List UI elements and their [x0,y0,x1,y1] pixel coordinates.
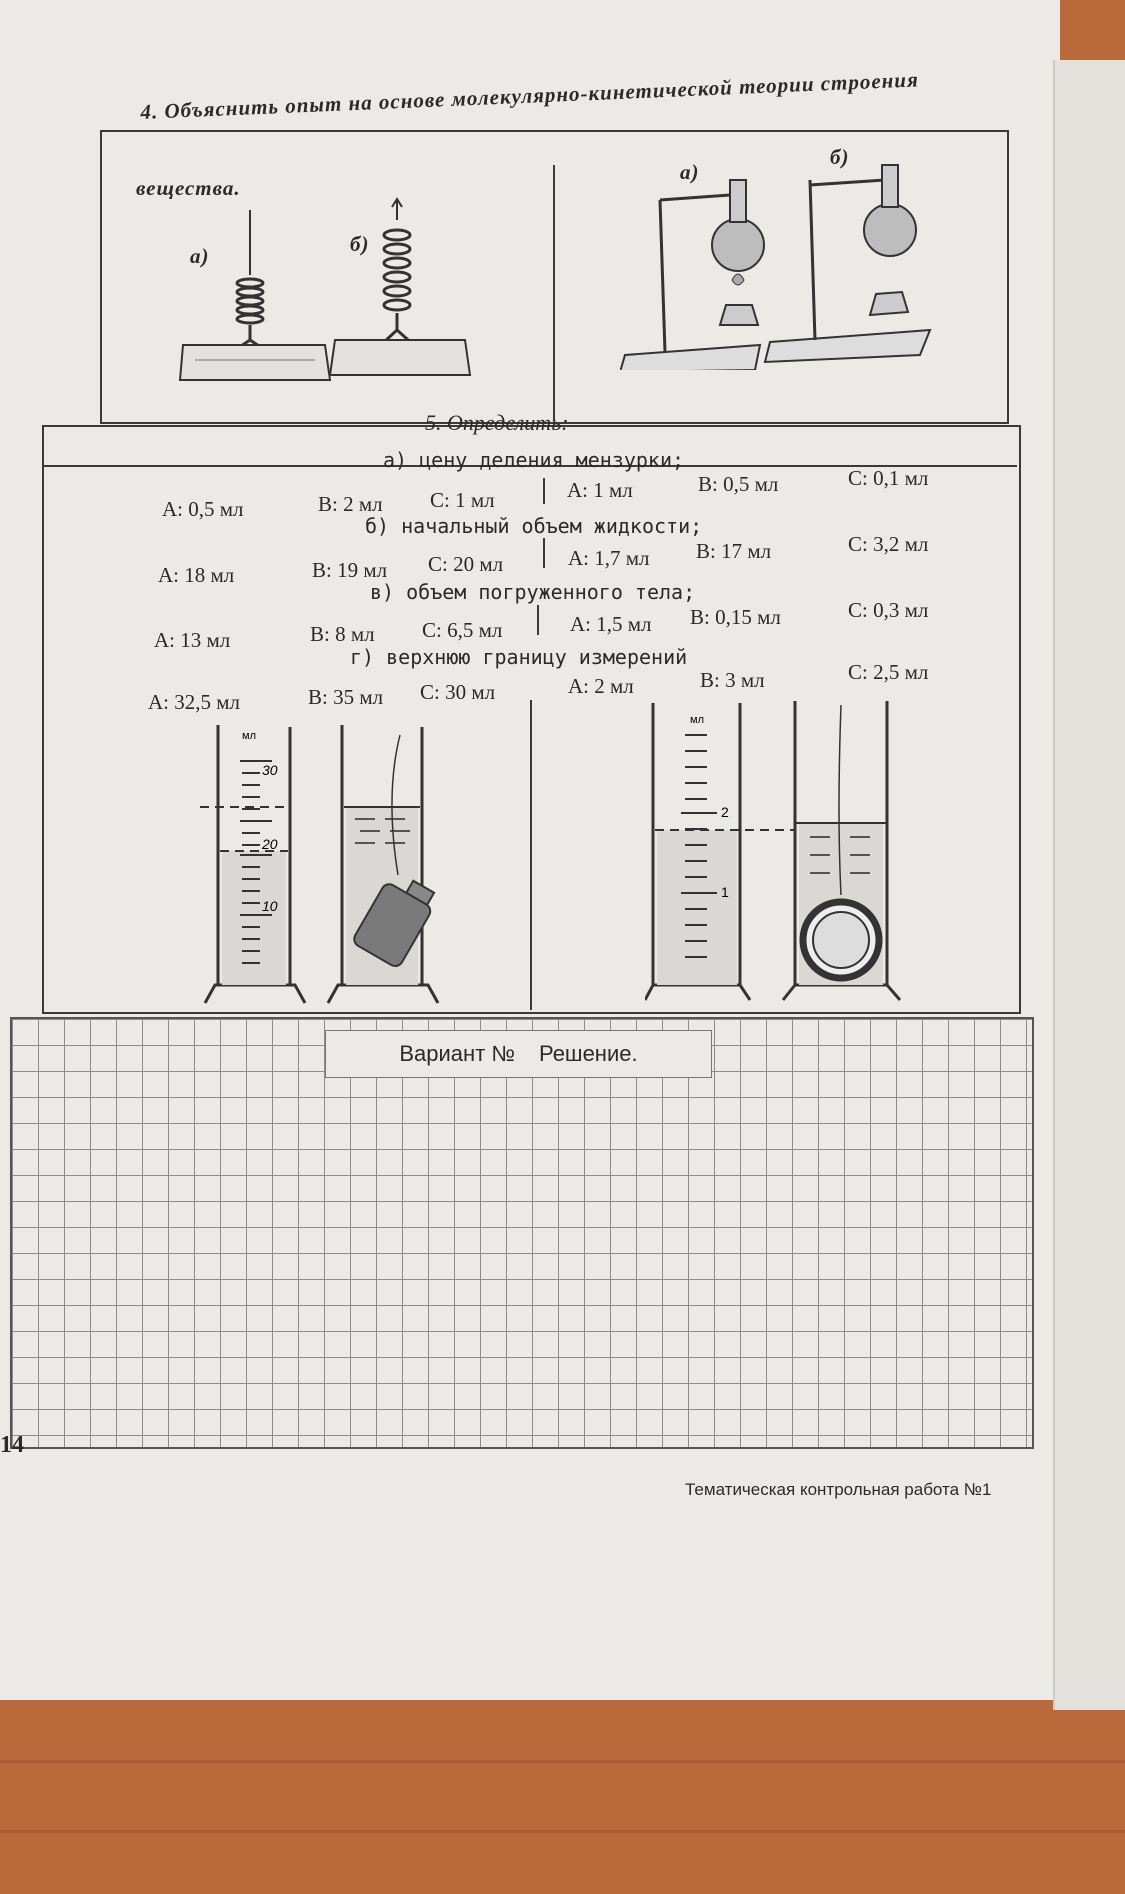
q-d-right-c: С: 2,5 мл [848,660,929,684]
cyl-left-unit: мл [242,730,256,742]
task5-title: 5. Определить: [425,410,569,435]
q-d-left-c: С: 30 мл [420,680,496,704]
measuring-cylinder-left: мл 30 20 10 [200,725,440,1004]
q-b-left-b: В: 19 мл [312,558,388,582]
solution-label: Решение. [538,1041,638,1066]
q-d-right-a: А: 2 мл [568,674,634,698]
question-d: г) верхнюю границу измерений [350,645,688,669]
q-c-left-a: А: 13 мл [154,628,231,652]
q-a-left-b: В: 2 мл [318,492,383,516]
cyl-left-tick-20: 20 [261,836,278,852]
q-c-right-a: А: 1,5 мл [570,612,652,636]
spring-experiment-illustration [178,197,472,381]
q-c-left-b: В: 8 мл [310,622,375,646]
q-b-right-a: А: 1,7 мл [568,546,650,570]
q-d-left-a: А: 32,5 мл [148,690,241,714]
cyl-right-tick-1: 1 [721,884,729,900]
task4-text: 4. Объяснить опыт на основе молекулярно-… [140,67,920,124]
q-b-left-c: С: 20 мл [428,552,504,576]
question-a: а) цену деления мензурки; [383,448,685,472]
variant-header: Вариант № Решение. [325,1030,712,1078]
q-c-left-c: С: 6,5 мл [422,618,503,642]
flask-label-a: а) [680,160,700,184]
footer-title: Тематическая контрольная работа №1 [685,1480,992,1499]
page-number: 14 [0,1432,24,1458]
question-b: б) начальный объем жидкости; [365,514,703,538]
q-a-left-c: С: 1 мл [430,488,495,512]
q-a-left-a: А: 0,5 мл [162,497,244,521]
cyl-right-unit: мл [690,714,704,726]
question-c: в) объем погруженного тела; [370,580,696,604]
spring-label-b: б) [350,232,370,256]
spring-label-a: а) [190,244,210,268]
q-d-right-b: В: 3 мл [700,668,765,692]
cyl-right-tick-2: 2 [721,804,729,820]
flask-experiment-illustration [620,164,932,370]
measuring-cylinder-right: мл 2 1 [645,701,902,1001]
cyl-left-tick-30: 30 [262,762,278,778]
adjacent-page-edge [1053,60,1125,1710]
task5-box [42,425,1021,1014]
solution-grid[interactable] [10,1017,1034,1449]
task4-text-2: вещества. [136,176,241,200]
variant-label: Вариант № [399,1041,515,1066]
cyl-left-tick-10: 10 [262,898,278,914]
task4-box [100,130,1009,424]
q-c-right-b: В: 0,15 мл [690,605,781,629]
q-a-right-c: С: 0,1 мл [848,466,929,490]
flask-label-b: б) [830,145,850,169]
q-b-right-c: С: 3,2 мл [848,532,929,556]
q-b-right-b: В: 17 мл [696,539,772,563]
q-a-right-b: В: 0,5 мл [698,472,779,496]
q-c-right-c: С: 0,3 мл [848,598,929,622]
workbook-page: 4. Объяснить опыт на основе молекулярно-… [0,0,1060,1700]
q-a-right-a: А: 1 мл [567,478,633,502]
q-d-left-b: В: 35 мл [308,685,384,709]
q-b-left-a: А: 18 мл [158,563,235,587]
